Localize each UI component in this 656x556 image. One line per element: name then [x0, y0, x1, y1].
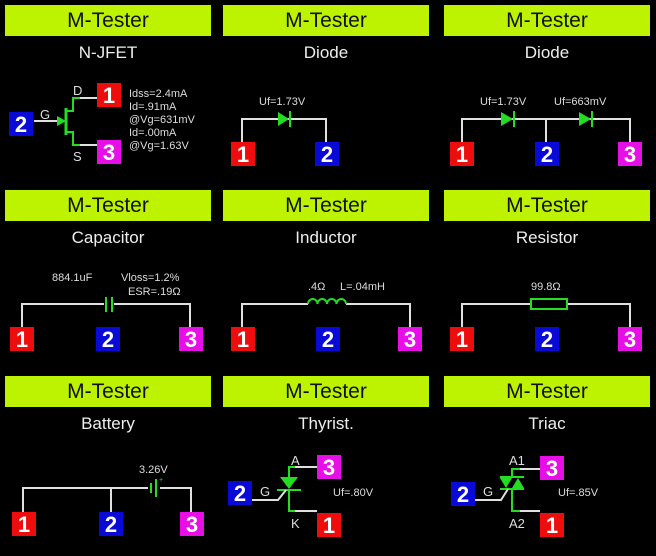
resistor-symbol-icon [461, 298, 631, 328]
header-bar: M-Tester [223, 190, 429, 221]
pin-3: 3 [618, 327, 642, 352]
reading-voltage: 3.26V [139, 464, 168, 476]
pin-3: 3 [97, 140, 121, 165]
component-title: N-JFET [78, 43, 138, 62]
capacitor-symbol-icon [21, 297, 191, 328]
pin-2: 2 [316, 327, 340, 352]
njfet-symbol-icon [34, 97, 97, 146]
pin-2: 2 [315, 142, 339, 167]
gate-label: G [40, 107, 51, 122]
panel-diode-3pin: M-Tester Diode Uf=1.73V Uf=663mV 1 2 3 [444, 5, 650, 185]
reading-inductance: L=.04mH [340, 281, 385, 293]
reading-vg1: @Vg=631mV [129, 114, 195, 126]
triac-symbol-icon [475, 468, 540, 512]
reading-resistance: .4Ω [308, 281, 326, 293]
component-title: Resistor [515, 228, 579, 247]
svg-text:+: + [159, 477, 163, 484]
pin-3: 3 [179, 327, 203, 352]
reading-resistance: 99.8Ω [531, 281, 561, 293]
reading-id1: Id=.91mA [129, 101, 177, 113]
component-title: Diode [303, 43, 349, 62]
header-bar: M-Tester [444, 190, 650, 221]
battery-symbol-icon: + [22, 477, 192, 512]
pin-1: 1 [450, 142, 474, 167]
header-bar: M-Tester [223, 5, 429, 36]
pin-3: 3 [317, 455, 341, 480]
header-bar: M-Tester [444, 376, 650, 407]
reading-uf: Uf=1.73V [259, 96, 306, 108]
pin-2: 2 [228, 481, 252, 506]
gate-label: G [260, 484, 271, 499]
reading-vg2: @Vg=1.63V [129, 140, 189, 152]
anode-label: A [291, 453, 300, 468]
pin-3: 3 [398, 327, 422, 352]
pin-2: 2 [96, 327, 120, 352]
component-title: Triac [528, 414, 566, 433]
reading-uf: Uf=.80V [333, 487, 374, 499]
a2-label: A2 [509, 516, 525, 531]
a1-label: A1 [509, 453, 525, 468]
reading-idss: Idss=2.4mA [129, 88, 188, 100]
pin-1: 1 [97, 83, 121, 108]
component-title: Inductor [295, 228, 357, 247]
pin-1: 1 [540, 513, 564, 538]
thyristor-symbol-icon [252, 466, 317, 512]
component-title: Battery [81, 414, 135, 433]
reading-uf2: Uf=663mV [554, 96, 607, 108]
component-title: Capacitor [71, 228, 145, 247]
diode-symbol-icon [241, 111, 327, 143]
dual-diode-symbol-icon [461, 111, 631, 143]
pin-1: 1 [231, 327, 255, 352]
source-label: S [73, 149, 82, 164]
gate-label: G [483, 484, 494, 499]
pin-2: 2 [451, 482, 475, 507]
component-title: Diode [524, 43, 570, 62]
pin-2: 2 [535, 142, 559, 167]
header-bar: M-Tester [5, 5, 211, 36]
cathode-label: K [291, 516, 300, 531]
panel-battery: M-Tester Battery + 3.26V 1 2 3 [5, 376, 211, 556]
pin-3: 3 [180, 512, 204, 537]
header-bar: M-Tester [5, 376, 211, 407]
panel-thyristor: M-Tester Thyrist. A G K 3 2 1 Uf=.80V [223, 376, 429, 556]
inductor-symbol-icon [241, 298, 411, 328]
header-bar: M-Tester [444, 5, 650, 36]
reading-esr: ESR=.19Ω [128, 286, 181, 298]
pin-1: 1 [12, 512, 36, 537]
pin-1: 1 [317, 513, 341, 538]
panel-capacitor: M-Tester Capacitor 884.1uF Vloss=1.2% ES… [5, 190, 211, 370]
header-bar: M-Tester [223, 376, 429, 407]
pin-3: 3 [540, 456, 564, 481]
pin-1: 1 [231, 142, 255, 167]
pin-1: 1 [10, 327, 34, 352]
reading-vloss: Vloss=1.2% [121, 272, 180, 284]
panel-njfet: M-Tester N-JFET G D S 2 1 3 Idss=2.4mA I… [5, 5, 211, 185]
pin-2: 2 [535, 327, 559, 352]
panel-resistor: M-Tester Resistor 99.8Ω 1 2 3 [444, 190, 650, 370]
pin-2: 2 [99, 512, 123, 537]
pin-1: 1 [450, 327, 474, 352]
reading-capacitance: 884.1uF [52, 272, 93, 284]
drain-label: D [73, 83, 83, 98]
panel-inductor: M-Tester Inductor .4Ω L=.04mH 1 2 3 [223, 190, 429, 370]
panel-diode-2pin: M-Tester Diode Uf=1.73V 1 2 [223, 5, 429, 185]
component-title: Thyrist. [298, 414, 354, 433]
reading-uf: Uf=.85V [558, 487, 599, 499]
header-bar: M-Tester [5, 190, 211, 221]
panel-triac: M-Tester Triac A1 G A2 3 2 1 Uf=.85V [444, 376, 650, 556]
reading-id2: Id=.00mA [129, 127, 177, 139]
pin-3: 3 [618, 142, 642, 167]
pin-2: 2 [9, 112, 33, 137]
reading-uf1: Uf=1.73V [480, 96, 527, 108]
